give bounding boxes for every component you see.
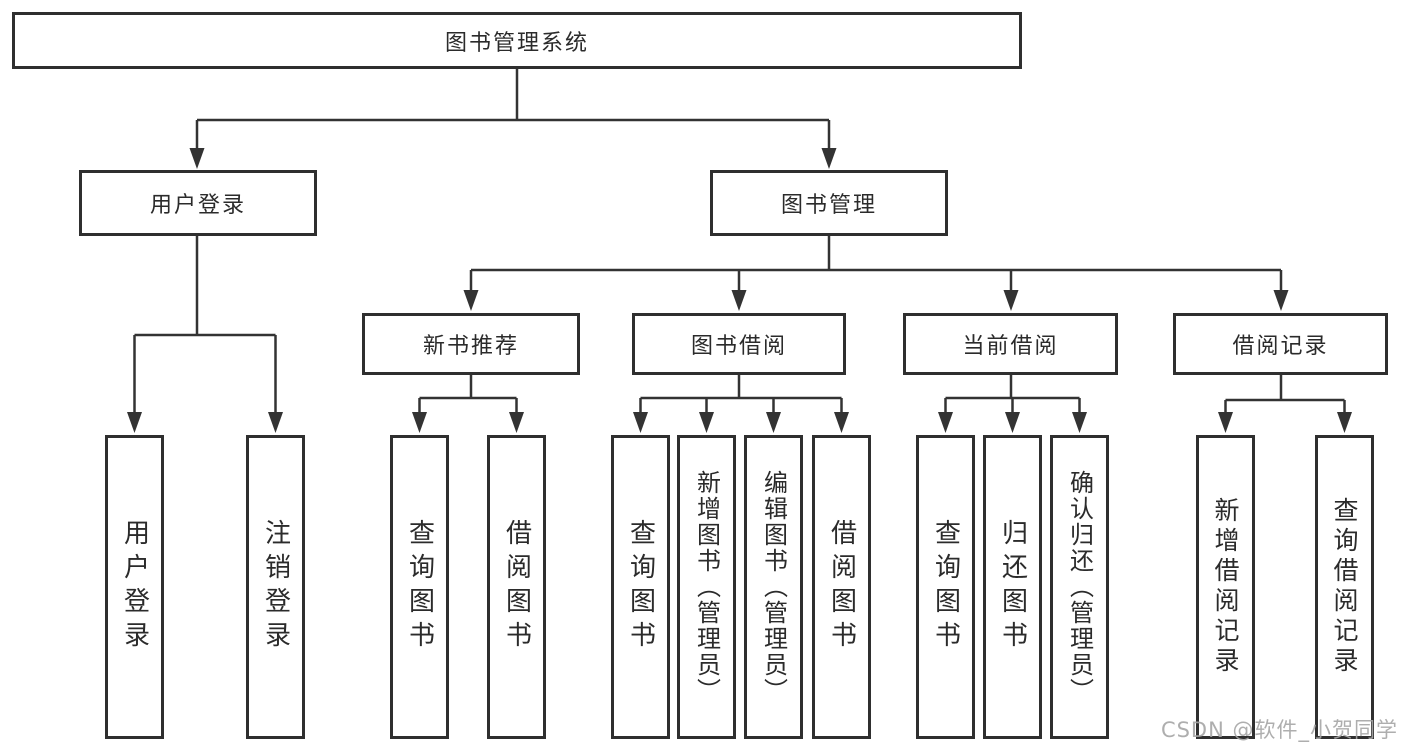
node-label: 图书管理 <box>780 193 877 218</box>
leaf-user-login: 用户登录 <box>105 435 164 739</box>
leaf-add-book-admin: 新增图书（管理员） <box>677 435 736 739</box>
connector-root-to-level2 <box>195 68 831 150</box>
node-label: 用户登录 <box>119 519 150 655</box>
connector-borrowing-records-children <box>1224 375 1346 414</box>
node-label: 当前借阅 <box>962 334 1059 359</box>
node-current-borrowing: 当前借阅 <box>903 313 1118 375</box>
node-label: 用户登录 <box>149 193 246 218</box>
arrowhead-icon <box>463 290 479 311</box>
leaf-query-books-current: 查询图书 <box>916 435 975 739</box>
node-library-system: 图书管理系统 <box>12 12 1022 69</box>
node-label: 查询图书 <box>930 519 961 655</box>
node-borrowing-records: 借阅记录 <box>1173 313 1388 375</box>
connector-book-management-children <box>469 236 1283 292</box>
node-label: 借阅记录 <box>1232 334 1329 359</box>
node-label: 归还图书 <box>997 519 1028 655</box>
arrowhead-icon <box>268 412 283 433</box>
leaf-logout: 注销登录 <box>246 435 305 739</box>
node-book-borrowing: 图书借阅 <box>632 313 846 375</box>
leaf-confirm-return-admin: 确认归还（管理员） <box>1050 435 1109 739</box>
leaf-add-borrow-record: 新增借阅记录 <box>1196 435 1255 739</box>
node-user-login: 用户登录 <box>79 170 317 236</box>
node-label: 新书推荐 <box>422 334 519 359</box>
arrowhead-icon <box>834 412 849 433</box>
arrowhead-icon <box>412 412 427 433</box>
node-new-book-recommend: 新书推荐 <box>362 313 580 375</box>
node-label: 借阅图书 <box>826 519 857 655</box>
node-label: 图书借阅 <box>690 334 787 359</box>
node-label: 查询借阅记录 <box>1330 497 1359 677</box>
node-book-management: 图书管理 <box>710 170 948 236</box>
node-label: 注销登录 <box>260 519 291 655</box>
leaf-borrow-books-borrowing: 借阅图书 <box>812 435 871 739</box>
leaf-return-book: 归还图书 <box>983 435 1042 739</box>
arrowhead-icon <box>766 412 781 433</box>
leaf-edit-book-admin: 编辑图书（管理员） <box>744 435 803 739</box>
arrowhead-icon <box>699 412 714 433</box>
arrowhead-icon <box>1273 290 1289 311</box>
arrowhead-icon <box>821 148 837 169</box>
node-label: 查询图书 <box>404 519 435 655</box>
connector-user-login-children <box>133 236 277 414</box>
connector-book-borrowing-children <box>639 375 843 414</box>
leaf-borrow-books-recommend: 借阅图书 <box>487 435 546 739</box>
arrowhead-icon <box>1003 290 1019 311</box>
arrowhead-icon <box>127 412 142 433</box>
arrowhead-icon <box>1072 412 1087 433</box>
node-label: 图书管理系统 <box>444 30 589 56</box>
node-label: 查询图书 <box>625 519 656 655</box>
watermark: CSDN @软件_小贺同学 <box>1160 718 1398 742</box>
connector-new-book-recommend-children <box>418 375 518 414</box>
arrowhead-icon <box>1337 412 1352 433</box>
arrowhead-icon <box>1005 412 1020 433</box>
leaf-query-books-borrowing: 查询图书 <box>611 435 670 739</box>
node-label: 新增借阅记录 <box>1211 497 1240 677</box>
arrowhead-icon <box>189 148 205 169</box>
node-label: 新增图书（管理员） <box>692 470 721 704</box>
arrowhead-icon <box>938 412 953 433</box>
arrowhead-icon <box>1218 412 1233 433</box>
arrowhead-icon <box>633 412 648 433</box>
node-label: 借阅图书 <box>501 519 532 655</box>
leaf-query-borrow-record: 查询借阅记录 <box>1315 435 1374 739</box>
arrowhead-icon <box>509 412 524 433</box>
arrowhead-icon <box>731 290 747 311</box>
node-label: 确认归还（管理员） <box>1065 470 1094 704</box>
node-label: 编辑图书（管理员） <box>759 470 788 704</box>
connector-current-borrowing-children <box>944 375 1081 414</box>
leaf-query-books-recommend: 查询图书 <box>390 435 449 739</box>
